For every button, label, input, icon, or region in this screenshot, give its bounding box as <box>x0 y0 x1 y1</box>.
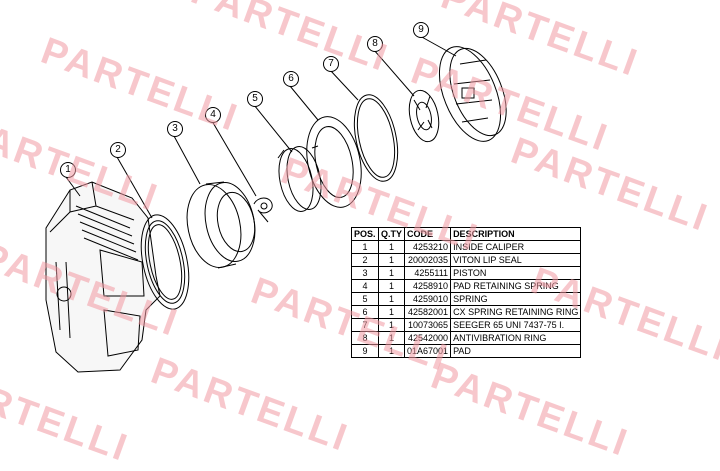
cell-qty: 1 <box>377 253 406 267</box>
cell-code: 4255111 <box>404 266 452 280</box>
part-pad-retaining-spring <box>253 197 273 223</box>
cell-qty: 1 <box>377 266 406 280</box>
part-piston <box>186 181 256 269</box>
callout-8: 8 <box>367 36 383 52</box>
header-pos: POS. <box>351 227 379 241</box>
callout-9: 9 <box>413 22 429 38</box>
cell-description: PAD <box>450 344 582 358</box>
callout-1: 1 <box>60 162 76 178</box>
cell-pos: 3 <box>351 266 379 280</box>
exploded-drawing <box>45 35 507 373</box>
callout-3: 3 <box>167 121 183 137</box>
cell-code: 42582001 <box>404 305 452 319</box>
cell-code: 4258910 <box>404 279 452 293</box>
part-pad <box>438 46 507 142</box>
cell-description: ANTIVIBRATION RING <box>450 331 582 345</box>
cell-pos: 2 <box>351 253 379 267</box>
cell-qty: 1 <box>377 292 406 306</box>
cell-code: 01A67001 <box>404 344 452 358</box>
part-antivibration-ring <box>408 89 440 143</box>
cell-pos: 1 <box>351 240 379 254</box>
cell-qty: 1 <box>377 279 406 293</box>
callout-2: 2 <box>110 142 126 158</box>
callout-5: 5 <box>247 91 263 107</box>
cell-code: 20002035 <box>404 253 452 267</box>
cell-code: 4259010 <box>404 292 452 306</box>
part-viton-lip-seal <box>140 214 190 310</box>
callout-7: 7 <box>323 56 339 72</box>
cell-pos: 5 <box>351 292 379 306</box>
callout-6: 6 <box>283 71 299 87</box>
part-seeger-ring <box>353 94 399 182</box>
callout-4: 4 <box>205 107 221 123</box>
cell-description: SEEGER 65 UNI 7437-75 I. <box>450 318 582 332</box>
callout-leaders <box>65 35 457 219</box>
cell-pos: 4 <box>351 279 379 293</box>
part-cx-spring-retaining-ring <box>306 116 362 208</box>
part-spring <box>277 145 322 212</box>
part-inside-caliper <box>45 181 161 373</box>
cell-qty: 1 <box>377 240 406 254</box>
